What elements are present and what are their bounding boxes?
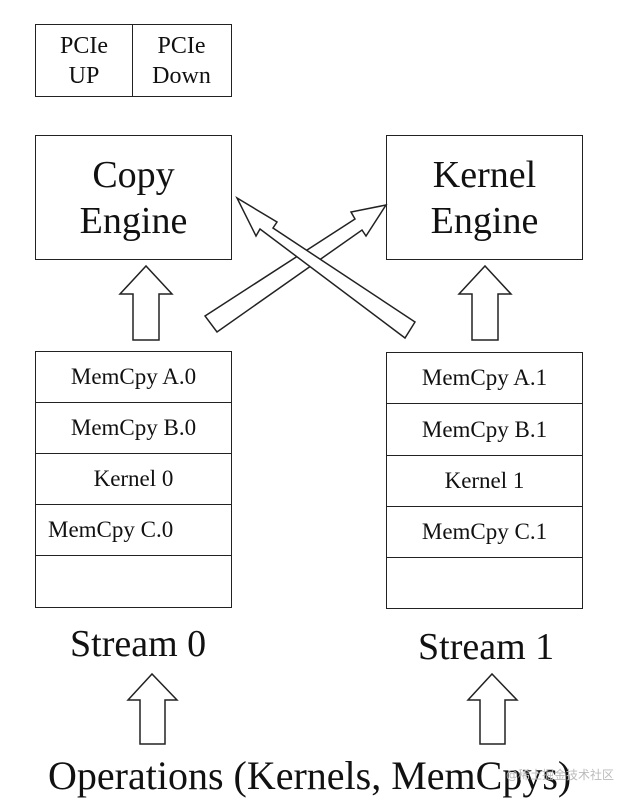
stream-0-stack: MemCpy A.0 MemCpy B.0 Kernel 0 MemCpy C.…	[35, 351, 232, 608]
stream-1-item-3: MemCpy C.1	[387, 507, 582, 558]
operations-label: Operations (Kernels, MemCpys)	[48, 753, 572, 798]
kernel-engine-box: Kernel Engine	[386, 135, 583, 260]
stream-1-item-2: Kernel 1	[387, 456, 582, 507]
ops-to-stream0-arrow	[126, 672, 179, 745]
copy-engine-box: Copy Engine	[35, 135, 232, 260]
stream0-to-kernel-arrow	[203, 203, 388, 334]
stream1-to-kernel-arrow	[457, 264, 513, 341]
pcie-box: PCIe UP PCIe Down	[35, 24, 232, 97]
stream-0-item-0: MemCpy A.0	[36, 352, 231, 403]
copy-engine-label: Copy Engine	[79, 153, 188, 242]
stream-0-item-2: Kernel 0	[36, 454, 231, 505]
stream-1-stack: MemCpy A.1 MemCpy B.1 Kernel 1 MemCpy C.…	[386, 352, 583, 609]
stream-0-item-1: MemCpy B.0	[36, 403, 231, 454]
watermark-text: @稀土掘金技术社区	[506, 768, 615, 782]
stream-1-label: Stream 1	[418, 626, 555, 668]
stream-0-item-3: MemCpy C.0	[36, 505, 231, 556]
pcie-down-cell: PCIe Down	[133, 25, 230, 96]
pcie-down-label: PCIe Down	[152, 32, 211, 89]
pcie-up-cell: PCIe UP	[36, 25, 133, 96]
pcie-up-label: PCIe UP	[60, 32, 108, 89]
stream0-to-copy-arrow	[118, 264, 174, 341]
stream-1-item-1: MemCpy B.1	[387, 404, 582, 456]
stream-1-item-4	[387, 558, 582, 609]
kernel-engine-label: Kernel Engine	[430, 153, 539, 242]
stream-0-label: Stream 0	[70, 623, 207, 665]
ops-to-stream1-arrow	[466, 672, 519, 745]
stream-1-item-0: MemCpy A.1	[387, 353, 582, 404]
stream-0-item-4	[36, 556, 231, 608]
